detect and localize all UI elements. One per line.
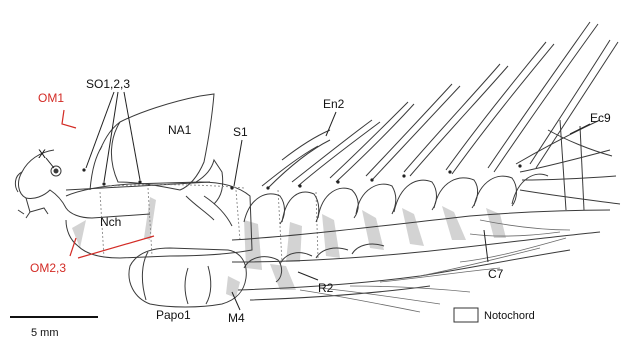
label-nch: Nch: [100, 215, 121, 229]
notochord-outline: [66, 182, 252, 258]
scale-bar: 5 mm: [10, 317, 98, 339]
label-en2: En2: [323, 97, 345, 111]
label-c7: C7: [488, 267, 504, 281]
legend: Notochord: [454, 308, 535, 322]
label-s1: S1: [233, 125, 248, 139]
ventral-fin-rays: [300, 220, 570, 312]
legend-notochord-swatch: [454, 308, 478, 322]
label-r2: R2: [318, 281, 334, 295]
labels: OM1 SO1,2,3 X NA1 Nch S1 En2 Ec9 OM2,3 P…: [30, 77, 611, 325]
shaded-regions: [72, 197, 506, 298]
label-m4: M4: [228, 311, 245, 325]
label-so: SO1,2,3: [86, 77, 130, 91]
label-om23: OM2,3: [30, 261, 66, 275]
dotted-lines: [100, 185, 318, 262]
label-om1: OM1: [38, 91, 64, 105]
dorsal-fin-rays: [262, 22, 620, 210]
scale-bar-label: 5 mm: [31, 327, 59, 339]
anterior-body: [15, 94, 252, 258]
label-papo1: Papo1: [156, 308, 191, 322]
label-na1: NA1: [168, 123, 192, 137]
label-ec9: Ec9: [590, 111, 611, 125]
label-x: X: [38, 147, 46, 161]
legend-notochord-label: Notochord: [484, 310, 535, 322]
